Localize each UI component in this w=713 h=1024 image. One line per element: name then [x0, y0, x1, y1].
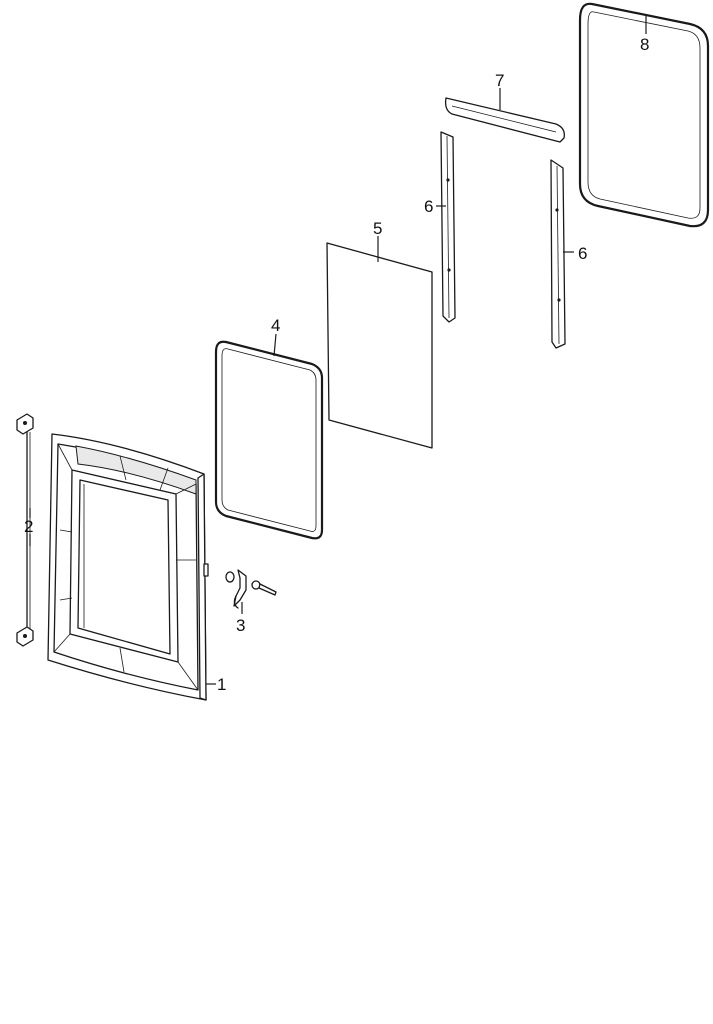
- callout-3: 3: [236, 616, 245, 635]
- callout-2: 2: [24, 517, 33, 536]
- callout-5: 5: [373, 219, 382, 238]
- callout-7: 7: [495, 71, 504, 90]
- callout-6-right: 6: [578, 244, 587, 263]
- callout-8: 8: [640, 35, 649, 54]
- part-7-top-trim-strip: [444, 97, 565, 143]
- callout-4: 4: [271, 316, 280, 335]
- callout-1: 1: [217, 675, 226, 694]
- part-1-door-frame: [47, 433, 209, 701]
- part-6-left-trim-strip: [440, 131, 456, 323]
- leader-line-4: [273, 333, 277, 357]
- part-2-hinge-rod: [16, 413, 34, 647]
- part-3-latch-assembly: [225, 569, 277, 609]
- part-5-glass-panel: [326, 242, 433, 449]
- part-8-outer-gasket-frame: [578, 2, 710, 228]
- part-6-right-trim-strip: [550, 159, 566, 349]
- part-4-inner-gasket: [214, 340, 324, 540]
- callout-6-left: 6: [424, 197, 433, 216]
